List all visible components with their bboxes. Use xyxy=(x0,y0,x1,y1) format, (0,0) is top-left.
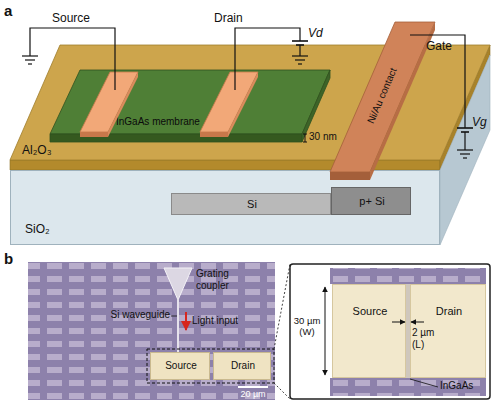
width-arrow xyxy=(325,287,326,375)
grating-coupler-shape xyxy=(164,268,192,300)
node-text: Source xyxy=(333,305,407,318)
contact-pad: Source xyxy=(150,352,210,380)
node-outline xyxy=(50,70,332,142)
part-label: Si waveguide xyxy=(100,309,170,321)
node-text: SiO₂ xyxy=(25,223,65,237)
dimension-label: 30 µm (W) xyxy=(291,316,323,338)
node-face xyxy=(50,134,302,142)
zoom-box xyxy=(147,349,274,383)
length-arrow xyxy=(392,322,405,323)
dimension-label: 30 nm xyxy=(309,131,343,143)
length-arrow xyxy=(411,322,424,323)
terminal-label: Drain xyxy=(214,12,254,26)
si-waveguide-line xyxy=(177,300,179,352)
dimension-label: 2 µm (L) xyxy=(412,327,442,350)
node-text: Si xyxy=(172,198,332,211)
al2o3-layer: Al₂O₃ InGaAs membrane xyxy=(10,45,490,160)
terminal-label: Gate xyxy=(426,40,460,54)
zoom-line xyxy=(274,383,290,399)
inset-frame xyxy=(290,264,490,399)
leader-line xyxy=(410,379,438,387)
node-text: Drain xyxy=(411,305,487,318)
thickness-bracket xyxy=(303,134,307,142)
node-face xyxy=(50,70,330,134)
panel-letter: a xyxy=(4,2,20,19)
si-layer: Si xyxy=(171,193,331,215)
gate-contact xyxy=(330,22,435,180)
voltage-label: Vd xyxy=(308,27,328,41)
leader-line xyxy=(171,316,177,317)
contact-pad: Source xyxy=(332,284,406,378)
inset-image-bottom xyxy=(330,378,486,396)
inset-image-top xyxy=(330,268,486,284)
node-text: Al₂O₃ xyxy=(22,144,72,158)
node-text: Drain xyxy=(214,360,272,372)
node-text: Source xyxy=(151,360,211,372)
ingaas-membrane: InGaAs membrane xyxy=(50,70,332,142)
material-label: InGaAs xyxy=(440,380,484,392)
part-label: Light input xyxy=(192,315,252,327)
node-text: p+ Si xyxy=(332,195,412,208)
panel-letter: b xyxy=(4,250,20,267)
node-face xyxy=(10,45,490,160)
contact-pad: Drain xyxy=(213,352,271,380)
circuit-wires xyxy=(22,28,473,158)
drain-contact xyxy=(200,72,258,137)
node-text: InGaAs membrane xyxy=(116,116,216,128)
zoom-line xyxy=(274,264,290,349)
part-label: Grating coupler xyxy=(196,268,246,291)
material-label: Ni/Au contact xyxy=(359,52,405,139)
voltage-label: Vg xyxy=(472,116,494,130)
light-arrow xyxy=(185,312,187,330)
p-si-layer: p+ Si xyxy=(331,187,411,215)
scale-bar xyxy=(238,386,268,388)
terminal-label: Source xyxy=(52,12,102,26)
source-contact xyxy=(80,72,138,137)
scale-label: 20 µm xyxy=(230,389,276,399)
microscope-image xyxy=(28,262,275,400)
sio2-layer: SiO₂ Sip+ Si xyxy=(10,170,440,245)
al2o3-front-face xyxy=(10,160,440,170)
